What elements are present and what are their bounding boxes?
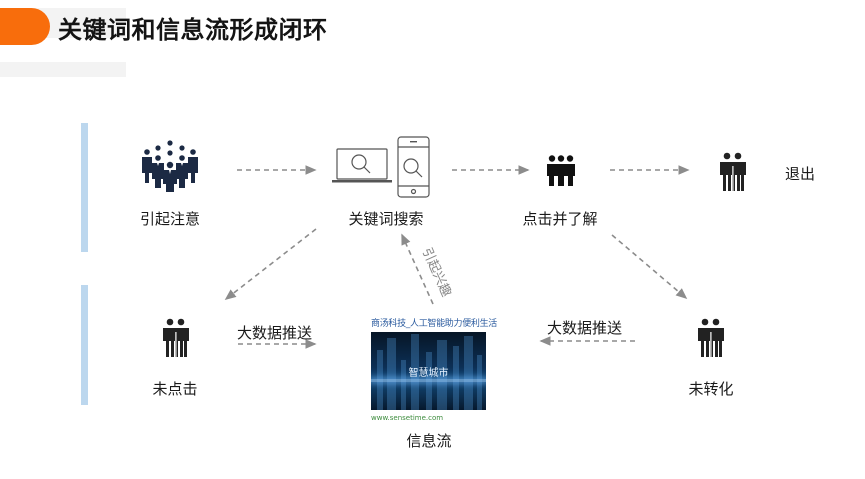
node-label-no-convert: 未转化 <box>688 380 734 398</box>
pair-icon <box>720 152 746 191</box>
title-accent-pill <box>0 8 50 45</box>
group-icon <box>547 155 575 186</box>
feed-caption: 商汤科技_人工智能助力便利生活 <box>371 319 498 329</box>
node-label-no-click: 未点击 <box>152 380 198 398</box>
node-label-exit: 退出 <box>785 165 816 183</box>
side-bar-top <box>81 123 88 252</box>
feed-image-title: 智慧城市 <box>408 368 449 379</box>
feed-image: 智慧城市 <box>371 332 486 410</box>
node-label-feed: 信息流 <box>406 432 452 450</box>
node-label-attention: 引起注意 <box>139 210 201 228</box>
node-label-search: 关键词搜索 <box>348 210 424 228</box>
slide-title: 关键词和信息流形成闭环 <box>58 16 328 44</box>
edge-label-push-right: 大数据推送 <box>547 319 623 337</box>
arrow-feed-to-search <box>401 233 434 305</box>
crowd-icon <box>142 140 198 192</box>
header-band-secondary <box>0 62 126 77</box>
arrow-click-to-noconvert <box>611 234 688 300</box>
laptop-phone-search-icon <box>332 136 430 198</box>
pair-icon <box>163 318 189 357</box>
edge-label-push-left: 大数据推送 <box>237 324 313 342</box>
pair-icon <box>698 318 724 357</box>
side-bar-bottom <box>81 285 88 405</box>
arrow-search-to-noclick <box>224 228 317 300</box>
feed-url[interactable]: www.sensetime.com <box>371 414 444 422</box>
node-label-click: 点击并了解 <box>522 210 598 228</box>
feed-card[interactable]: 商汤科技_人工智能助力便利生活 智慧城市 www.sensetime.com <box>371 316 498 422</box>
